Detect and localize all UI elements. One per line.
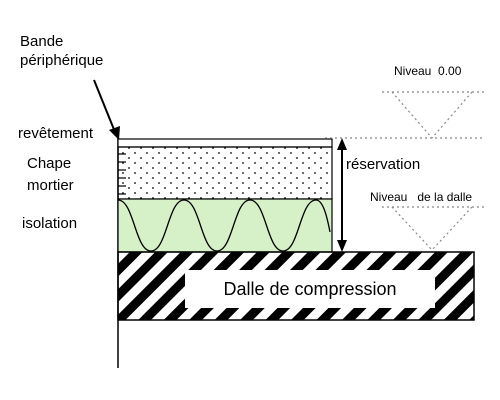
reservation-arrow bbox=[337, 138, 347, 252]
revetement-layer bbox=[117, 138, 333, 148]
label-chape-mortier: Chape mortier bbox=[27, 155, 74, 194]
level-zero-marker bbox=[325, 91, 485, 139]
isolation-layer bbox=[117, 198, 333, 253]
label-bande-peripherique: Bande périphérique bbox=[20, 33, 104, 69]
level-dalle-marker bbox=[382, 206, 485, 251]
isolation-wave bbox=[117, 199, 331, 252]
label-isolation: isolation bbox=[22, 215, 78, 232]
label-reservation: réservation bbox=[346, 156, 421, 173]
label-niveau-dalle: Niveau de la dalle bbox=[370, 190, 473, 204]
chape-layer bbox=[117, 146, 333, 200]
label-revetement: revêtement bbox=[18, 125, 94, 142]
label-dalle-compression: Dalle de compression bbox=[185, 270, 435, 308]
band-arrow bbox=[93, 79, 120, 140]
label-niveau-zero: Niveau 0.00 bbox=[394, 64, 462, 78]
